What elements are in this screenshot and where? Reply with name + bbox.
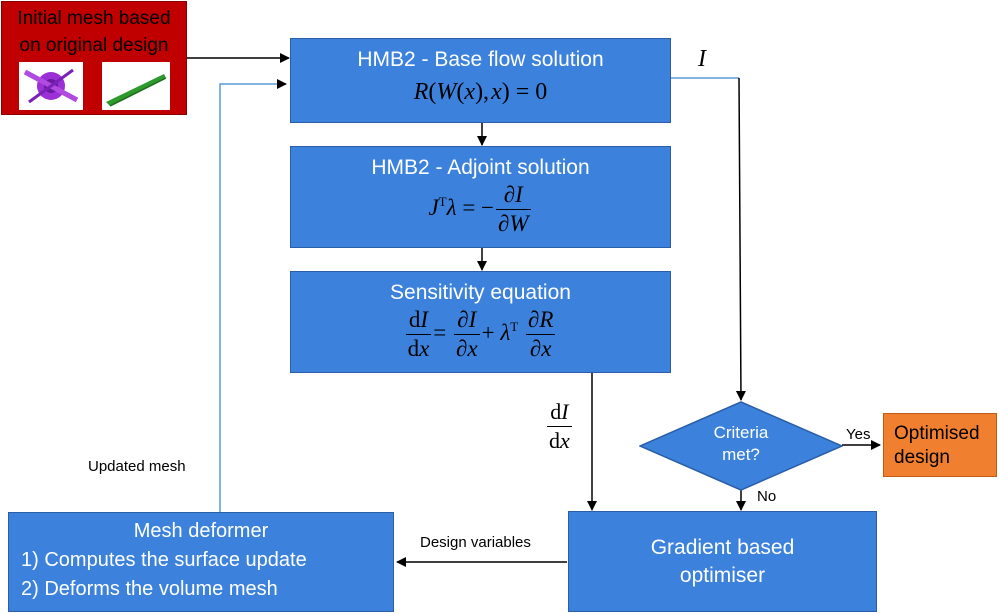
mesh-deformer-box: Mesh deformer 1) Computes the surface up… xyxy=(8,512,394,612)
blade-mesh-icon xyxy=(106,74,167,107)
base-flow-title: HMB2 - Base flow solution xyxy=(357,48,604,71)
adjoint-solution-box: HMB2 - Adjoint solution JTλ = −∂I∂W xyxy=(290,146,671,248)
initial-mesh-label-line2: on original design xyxy=(19,35,169,56)
criteria-diamond xyxy=(639,401,843,491)
adjoint-equation: JTλ = −∂I∂W xyxy=(428,182,531,236)
edge-label-no: No xyxy=(757,488,777,505)
gradient-optimiser-box: Gradient based optimiser xyxy=(568,511,877,612)
mesh-deformer-step1: 1) Computes the surface update xyxy=(21,549,307,571)
edge-label-design-variables: Design variables xyxy=(420,534,531,551)
criteria-label: Criteria met? xyxy=(680,422,802,466)
mesh-deformer-title: Mesh deformer xyxy=(133,520,269,542)
optimised-label-line2: design xyxy=(894,447,950,468)
adjoint-title: HMB2 - Adjoint solution xyxy=(371,156,590,179)
arrow-I-to-criteria xyxy=(735,77,746,401)
mesh-deformer-step2: 2) Deforms the volume mesh xyxy=(21,578,278,600)
optimiser-label-line2: optimiser xyxy=(679,564,766,587)
rotor-mesh-image xyxy=(19,62,83,110)
edge-label-yes: Yes xyxy=(846,426,871,443)
optimised-label-line1: Optimised xyxy=(894,423,980,444)
initial-mesh-label-line1: Initial mesh based xyxy=(17,8,171,29)
edge-label-I: I xyxy=(698,46,706,72)
initial-mesh-box: Initial mesh based on original design xyxy=(1,1,187,115)
rotor-mesh-icon xyxy=(23,68,79,104)
base-flow-equation: R(W(x), x) = 0 xyxy=(413,79,548,105)
sensitivity-title: Sensitivity equation xyxy=(390,281,571,304)
criteria-label-line1: Criteria xyxy=(713,423,769,442)
criteria-label-line2: met? xyxy=(722,445,760,464)
blade-mesh-image xyxy=(102,62,170,110)
optimised-design-box: Optimised design xyxy=(883,413,997,477)
optimiser-label-line1: Gradient based xyxy=(650,536,795,559)
line-updated-mesh xyxy=(219,79,287,512)
base-flow-solution-box: HMB2 - Base flow solution R(W(x), x) = 0 xyxy=(290,38,671,123)
edge-label-updated-mesh: Updated mesh xyxy=(88,458,186,475)
